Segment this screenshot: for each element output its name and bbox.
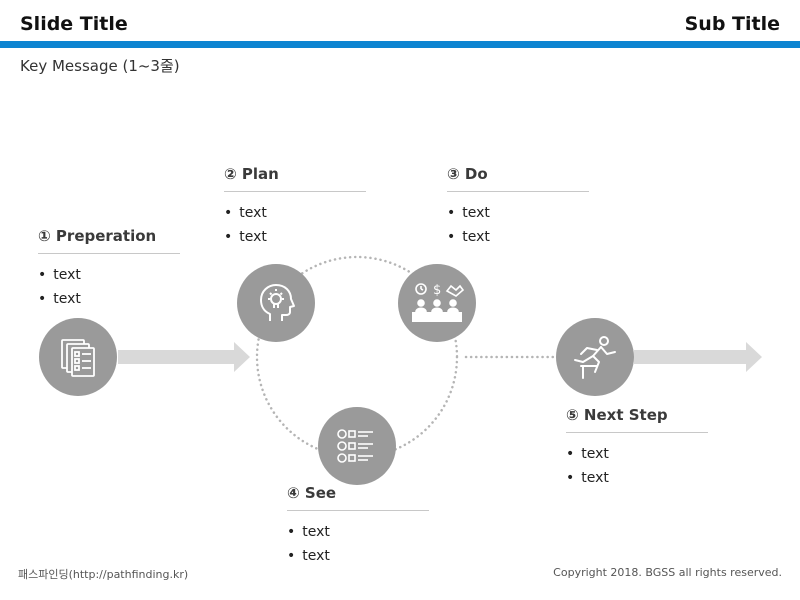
- arrow-next-step: [634, 342, 762, 372]
- next-step-circle: [556, 318, 634, 396]
- header-accent-bar: [0, 41, 800, 48]
- bullet-item: text: [224, 201, 366, 225]
- checklist-icon: [61, 339, 95, 377]
- do-circle: $: [398, 264, 476, 342]
- bullet-item: text: [566, 442, 708, 466]
- step-see-bullets: text text: [287, 520, 429, 568]
- bullet-item: text: [38, 263, 180, 287]
- step-next-title: ⑤ Next Step: [566, 406, 708, 433]
- key-message: Key Message (1~3줄): [20, 57, 180, 75]
- bullet-item: text: [447, 201, 589, 225]
- step-plan-title: ② Plan: [224, 165, 366, 192]
- runner-hurdle-icon: [574, 336, 616, 379]
- bullet-item: text: [38, 287, 180, 311]
- arrow-preparation-to-cycle: [118, 342, 250, 372]
- plan-circle: [237, 264, 315, 342]
- slide-title: Slide Title: [20, 13, 128, 35]
- step-preparation: ① Preperation text text: [38, 227, 180, 311]
- see-circle: [318, 407, 396, 485]
- preparation-circle: [39, 318, 117, 396]
- step-do-title: ③ Do: [447, 165, 589, 192]
- step-preparation-bullets: text text: [38, 263, 180, 311]
- meeting-icon: $: [412, 283, 465, 322]
- bullet-item: text: [287, 544, 429, 568]
- step-see-title: ④ See: [287, 484, 429, 511]
- step-do: ③ Do text text: [447, 165, 589, 249]
- step-next-bullets: text text: [566, 442, 708, 490]
- bullet-item: text: [566, 466, 708, 490]
- bullet-item: text: [447, 225, 589, 249]
- step-see: ④ See text text: [287, 484, 429, 568]
- bullet-item: text: [224, 225, 366, 249]
- step-preparation-title: ① Preperation: [38, 227, 180, 254]
- footer-copyright: Copyright 2018. BGSS all rights reserved…: [553, 566, 782, 579]
- slide-subtitle: Sub Title: [684, 13, 780, 35]
- footer-source: 패스파인딩(http://pathfinding.kr): [18, 568, 189, 581]
- idea-head-icon: [260, 284, 295, 321]
- svg-text:$: $: [433, 283, 441, 298]
- step-plan-bullets: text text: [224, 201, 366, 249]
- step-plan: ② Plan text text: [224, 165, 366, 249]
- step-next: ⑤ Next Step text text: [566, 406, 708, 490]
- evaluation-icon: [337, 429, 373, 463]
- bullet-item: text: [287, 520, 429, 544]
- step-do-bullets: text text: [447, 201, 589, 249]
